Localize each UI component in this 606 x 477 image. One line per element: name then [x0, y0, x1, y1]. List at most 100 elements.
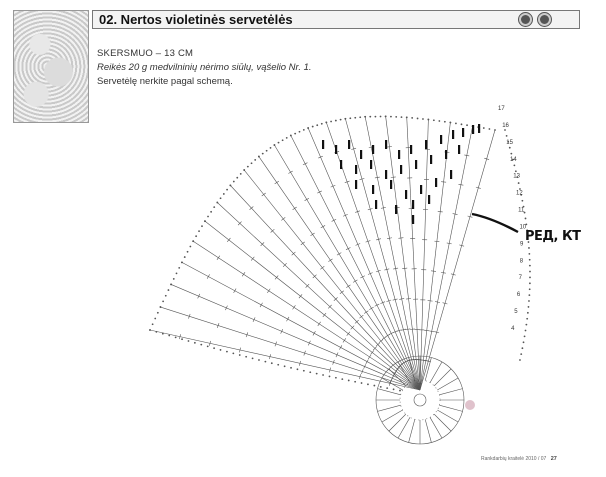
- chain-dot: [529, 270, 531, 273]
- stitch-tick: [388, 332, 394, 335]
- stitch-tick: [237, 221, 242, 226]
- stitch-tick: [281, 217, 286, 221]
- stitch-tick: [217, 323, 220, 328]
- stitch-tick: [269, 354, 271, 360]
- chain-dot: [213, 347, 216, 350]
- chain-dot: [239, 172, 242, 175]
- chain-dot: [213, 206, 216, 209]
- chain-dot: [334, 119, 337, 122]
- chain-dot: [200, 343, 203, 346]
- stitch-line: [181, 262, 421, 391]
- chain-dot: [528, 258, 531, 261]
- chain-dot: [449, 121, 452, 124]
- stitch-tick: [336, 252, 342, 256]
- chain-dot: [526, 229, 529, 232]
- stitch-tick: [343, 214, 348, 217]
- stitch-line: [170, 284, 421, 391]
- row-number: 9: [520, 241, 524, 247]
- chain-dot: [251, 357, 254, 360]
- stitch-tick: [344, 180, 350, 183]
- chain-dot: [181, 338, 183, 341]
- stitch-tick: [459, 244, 465, 247]
- stitch-tick: [363, 364, 367, 369]
- ring-spoke: [437, 409, 459, 423]
- chain-dot: [494, 129, 496, 131]
- black-stitch: [390, 180, 393, 189]
- chain-dot: [488, 128, 491, 130]
- chain-dot: [178, 266, 181, 269]
- stitch-tick: [355, 210, 361, 213]
- chain-dot: [277, 363, 280, 366]
- stitch-tick: [434, 240, 440, 242]
- chain-dot: [281, 139, 284, 142]
- stitch-tick: [209, 340, 211, 346]
- chain-dot: [189, 245, 192, 248]
- stitch-tick: [320, 266, 325, 270]
- chain-dot: [519, 359, 521, 361]
- stitch-tick: [441, 181, 447, 183]
- stitch-tick: [427, 300, 433, 302]
- chain-dot: [229, 184, 232, 187]
- chain-dot: [339, 118, 342, 121]
- stitch-tick: [380, 207, 386, 209]
- requirements-text: Reikės 20 g medvilninių nėrimo siūlų, vą…: [97, 62, 312, 73]
- black-stitch: [322, 140, 325, 149]
- ring-spoke: [408, 357, 416, 381]
- chain-dot: [316, 124, 319, 127]
- chain-dot: [328, 375, 331, 378]
- black-stitch: [370, 160, 373, 169]
- stitch-line: [419, 126, 473, 391]
- stitch-tick: [310, 232, 315, 236]
- chain-dot: [245, 355, 248, 358]
- stitch-tick: [424, 329, 430, 332]
- stitch-tick: [328, 258, 333, 262]
- stitch-tick: [239, 347, 241, 353]
- ring-spoke: [424, 357, 432, 381]
- stitch-tick: [375, 342, 380, 347]
- stitch-tick: [317, 190, 322, 194]
- chain-dot: [325, 121, 328, 124]
- stitch-tick: [304, 197, 310, 201]
- chain-dot: [525, 323, 528, 326]
- stitch-tick: [274, 180, 280, 185]
- chain-dot: [238, 354, 241, 356]
- chain-dot: [528, 288, 531, 291]
- stitch-tick: [245, 332, 249, 338]
- stitch-tick: [327, 304, 332, 309]
- stitch-tick: [308, 340, 311, 346]
- ring-spoke: [397, 417, 411, 439]
- black-stitch: [412, 215, 415, 224]
- stitch-tick: [305, 283, 310, 288]
- chain-dot: [309, 371, 312, 374]
- stitch-tick: [346, 284, 351, 288]
- chain-dot: [379, 385, 382, 388]
- stitch-tick: [370, 350, 375, 355]
- chain-dot: [269, 146, 272, 149]
- ring-spoke: [439, 388, 463, 396]
- chain-dot: [243, 169, 246, 171]
- chain-dot: [193, 341, 196, 344]
- crochet-hook-badge-icon: [519, 13, 532, 26]
- stitch-tick: [339, 290, 345, 294]
- chain-dot: [216, 201, 219, 204]
- chain-dot: [504, 129, 506, 131]
- chain-dot: [219, 197, 222, 200]
- chain-dot: [521, 347, 524, 350]
- diameter-text: SKERSMUO – 13 CM: [97, 48, 194, 59]
- stitch-tick: [345, 247, 351, 250]
- stitch-tick: [292, 206, 297, 211]
- stitch-tick: [300, 241, 305, 246]
- black-stitch: [360, 150, 363, 159]
- stitch-tick: [350, 325, 355, 330]
- stitch-tick: [400, 328, 406, 331]
- chain-dot: [528, 294, 531, 297]
- stitch-tick: [365, 359, 369, 364]
- row-number: 6: [517, 292, 521, 298]
- chain-dot: [164, 294, 167, 297]
- chain-dot: [523, 211, 526, 214]
- stitch-tick: [409, 328, 415, 330]
- stitch-tick: [225, 305, 228, 311]
- stitch-tick: [399, 298, 405, 300]
- black-stitch: [412, 200, 415, 209]
- stitch-tick: [292, 305, 296, 310]
